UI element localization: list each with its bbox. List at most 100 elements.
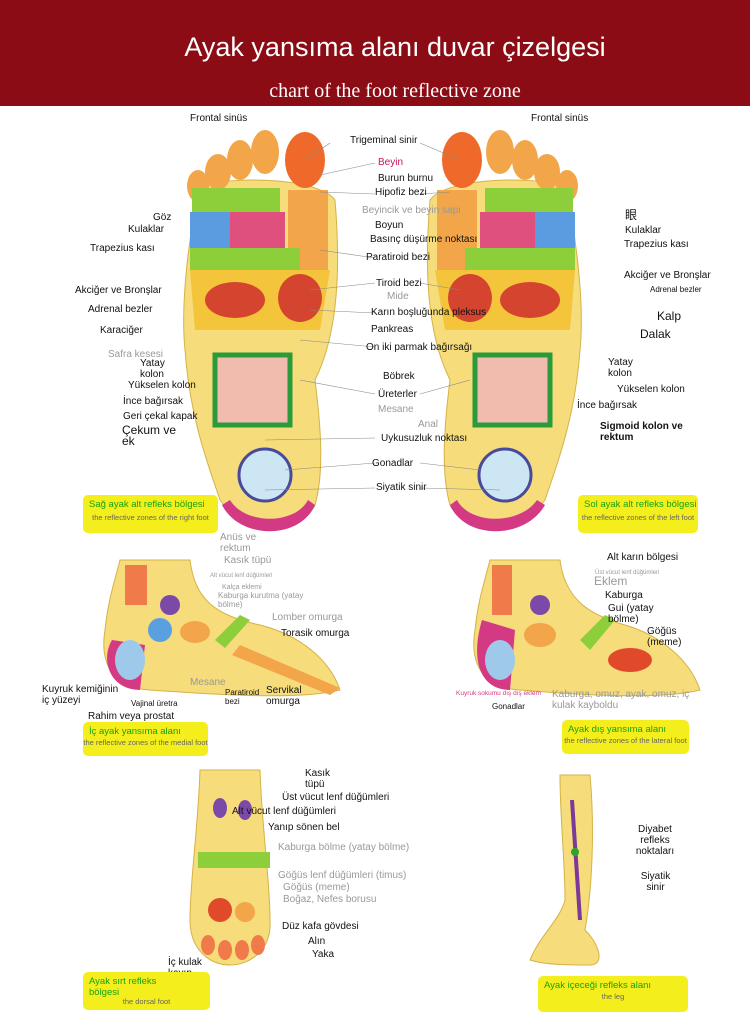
label-pancreas: Pankreas: [371, 324, 414, 335]
caption-left-sole-main: Sol ayak alt refleks bölgesi: [584, 499, 697, 510]
label-parathyroid: Paratiroid bezi: [366, 252, 430, 263]
caption-lateral-sub: the reflective zones of the lateral foot: [564, 736, 687, 745]
label-eye: Göz: [153, 212, 172, 223]
label-gonads: Gonadlar: [372, 458, 414, 469]
label-breast-lateral: Göğüs (meme): [647, 626, 682, 648]
label-eye-cjk: 眼: [625, 208, 638, 222]
label-trapezius-left: Trapezius kası: [624, 239, 689, 250]
label-anal: Anal: [418, 419, 439, 430]
caption-leg-main: Ayak içeceği refleks alanı: [544, 980, 652, 991]
label-flat-head: Düz kafa gövdesi: [282, 921, 359, 932]
label-adrenal-left: Adrenal bezler: [650, 285, 702, 294]
left-sole-illustration: [426, 130, 582, 532]
label-thoracic-spine: Torasik omurga: [281, 628, 350, 639]
label-parathyroid-medial: Paratiroid bezi: [225, 688, 260, 706]
page-subtitle: chart of the foot reflective zone: [269, 80, 521, 102]
label-stomach: Mide: [387, 291, 409, 302]
label-lungs-right: Akciğer ve Bronşlar: [75, 285, 162, 296]
label-forehead: Alın: [308, 936, 326, 947]
label-solar-plexus: Karın boşluğunda pleksus: [371, 307, 487, 318]
caption-right-sole-sub: the reflective zones of the right foot: [92, 513, 209, 522]
leg-illustration: [529, 774, 600, 966]
dorsal-foot-illustration: [189, 769, 271, 966]
label-hip-joint: Kalça eklemi: [222, 584, 262, 591]
label-uterus-prostate: Rahim veya prostat: [88, 711, 175, 722]
label-pressure-point: Basınç düşürme noktası: [370, 234, 478, 245]
label-ears-right: Kulaklar: [128, 224, 165, 235]
caption-leg-sub: the leg: [601, 992, 625, 1001]
label-breast-dorsal: Göğüs (meme): [283, 882, 350, 893]
label-rib-shoulder: Kaburga, omuz, ayak, omuz, iç kulak kayb…: [552, 689, 690, 711]
label-chest-lymph: Göğüs lenf düğümleri (timus): [278, 870, 407, 881]
caption-left-sole: Sol ayak alt refleks bölgesi the reflect…: [578, 495, 698, 533]
label-trapezius-right: Trapezius kası: [90, 243, 155, 254]
label-frontal-sinus-right: Frontal sinüs: [190, 113, 248, 124]
label-lower-lymph-medial: Alt vücut lenf düğümleri: [210, 573, 273, 579]
label-lower-lymph-dorsal: Alt vücut lenf düğümleri: [232, 806, 336, 817]
label-vaginal-urethra: Vajinal üretra: [131, 699, 178, 708]
label-rib: Kaburga: [605, 590, 643, 601]
label-anus-rectum: Anüs ve rektum: [220, 532, 257, 554]
label-neck: Boyun: [375, 220, 404, 231]
caption-right-sole-main: Sağ ayak alt refleks bölgesi: [89, 499, 205, 510]
label-ascending-colon-left: Yükselen kolon: [617, 384, 685, 395]
label-cecum: Çekum ve ek: [122, 423, 177, 448]
label-cerebellum: Beyincik ve beyin sapı: [362, 205, 461, 216]
lateral-foot-illustration: [473, 559, 701, 697]
label-transverse-colon-left: Yatay kolon: [608, 357, 633, 379]
label-transverse-colon-right: Yatay kolon: [140, 358, 165, 380]
caption-medial: İç ayak yansıma alanı the reflective zon…: [83, 722, 208, 756]
label-small-intestine-left: İnce bağırsak: [577, 400, 638, 411]
label-throat: Boğaz, Nefes borusu: [283, 894, 377, 905]
leader-lines: [264, 142, 501, 491]
label-kidney: Böbrek: [383, 371, 415, 382]
label-nose: Burun burnu: [378, 173, 434, 184]
label-diabetes-points: Diyabet refleks noktaları: [635, 824, 675, 857]
label-upper-lymph-dorsal: Üst vücut lenf düğümleri: [282, 792, 390, 803]
label-sciatic-leg: Siyatik sinir: [640, 871, 671, 893]
label-adrenal-right: Adrenal bezler: [88, 304, 153, 315]
caption-medial-sub: the reflective zones of the medial foot: [83, 738, 208, 747]
label-lungs-left: Akciğer ve Bronşlar: [624, 270, 711, 281]
label-flashing-waist: Yanıp sönen bel: [268, 822, 340, 833]
label-ileocecal-valve: Geri çekal kapak: [123, 411, 198, 422]
label-cervical-spine: Servikal omurga: [266, 685, 302, 707]
caption-leg: Ayak içeceği refleks alanı the leg: [538, 976, 688, 1012]
label-duodenum: On iki parmak bağırsağı: [366, 342, 473, 353]
label-sciatic: Siyatik sinir: [376, 482, 427, 493]
label-thyroid: Tiroid bezi: [376, 278, 422, 289]
medial-foot-illustration: [103, 559, 341, 697]
caption-left-sole-sub: the reflective zones of the left foot: [581, 513, 695, 522]
label-gonads-lateral: Gonadlar: [492, 702, 525, 711]
label-coccyx-inner: Kuyruk kemiğinin iç yüzeyi: [42, 684, 119, 706]
label-ureters: Üreterler: [378, 389, 417, 400]
label-groin-tube-medial: Kasık tüpü: [224, 555, 272, 566]
caption-medial-main: İç ayak yansıma alanı: [89, 726, 181, 737]
right-sole-illustration: [183, 130, 339, 532]
label-coccyx-outer: Kuyruk sokumu dış dış eklem: [456, 690, 541, 697]
caption-lateral: Ayak dış yansıma alanı the reflective zo…: [562, 720, 689, 754]
caption-dorsal-sub: the dorsal foot: [122, 997, 171, 1006]
label-lumbar-spine: Lomber omurga: [272, 612, 343, 623]
caption-lateral-main: Ayak dış yansıma alanı: [568, 724, 667, 735]
label-lower-abdomen: Alt karın bölgesi: [607, 552, 679, 563]
label-liver: Karaciğer: [100, 325, 143, 336]
label-groin-tube-dorsal: Kasık tüpü: [305, 768, 331, 790]
label-trigeminal: Trigeminal sinir: [350, 135, 418, 146]
label-insomnia-point: Uykusuzluk noktası: [381, 433, 468, 444]
label-heart: Kalp: [657, 309, 682, 323]
label-rib-drying: Kaburga kurutma (yatay bölme): [218, 591, 304, 609]
caption-dorsal-main: Ayak sırt refleks bölgesi: [89, 976, 157, 998]
label-brain: Beyin: [378, 157, 404, 168]
label-upper-lymph-lateral: Üst vücut lenf düğümleri: [595, 570, 660, 576]
label-rib-division: Kaburga bölme (yatay bölme): [278, 842, 410, 853]
label-frontal-sinus-left: Frontal sinüs: [531, 113, 589, 124]
page-title: Ayak yansıma alanı duvar çizelgesi: [184, 32, 606, 62]
header-banner: Ayak yansıma alanı duvar çizelgesi chart…: [0, 0, 750, 106]
label-small-intestine-right: İnce bağırsak: [123, 396, 184, 407]
label-ascending-colon-right: Yükselen kolon: [128, 380, 196, 391]
label-ears-left: Kulaklar: [625, 225, 662, 236]
label-gui: Gui (yatay bölme): [608, 603, 654, 625]
label-spleen: Dalak: [640, 327, 671, 341]
